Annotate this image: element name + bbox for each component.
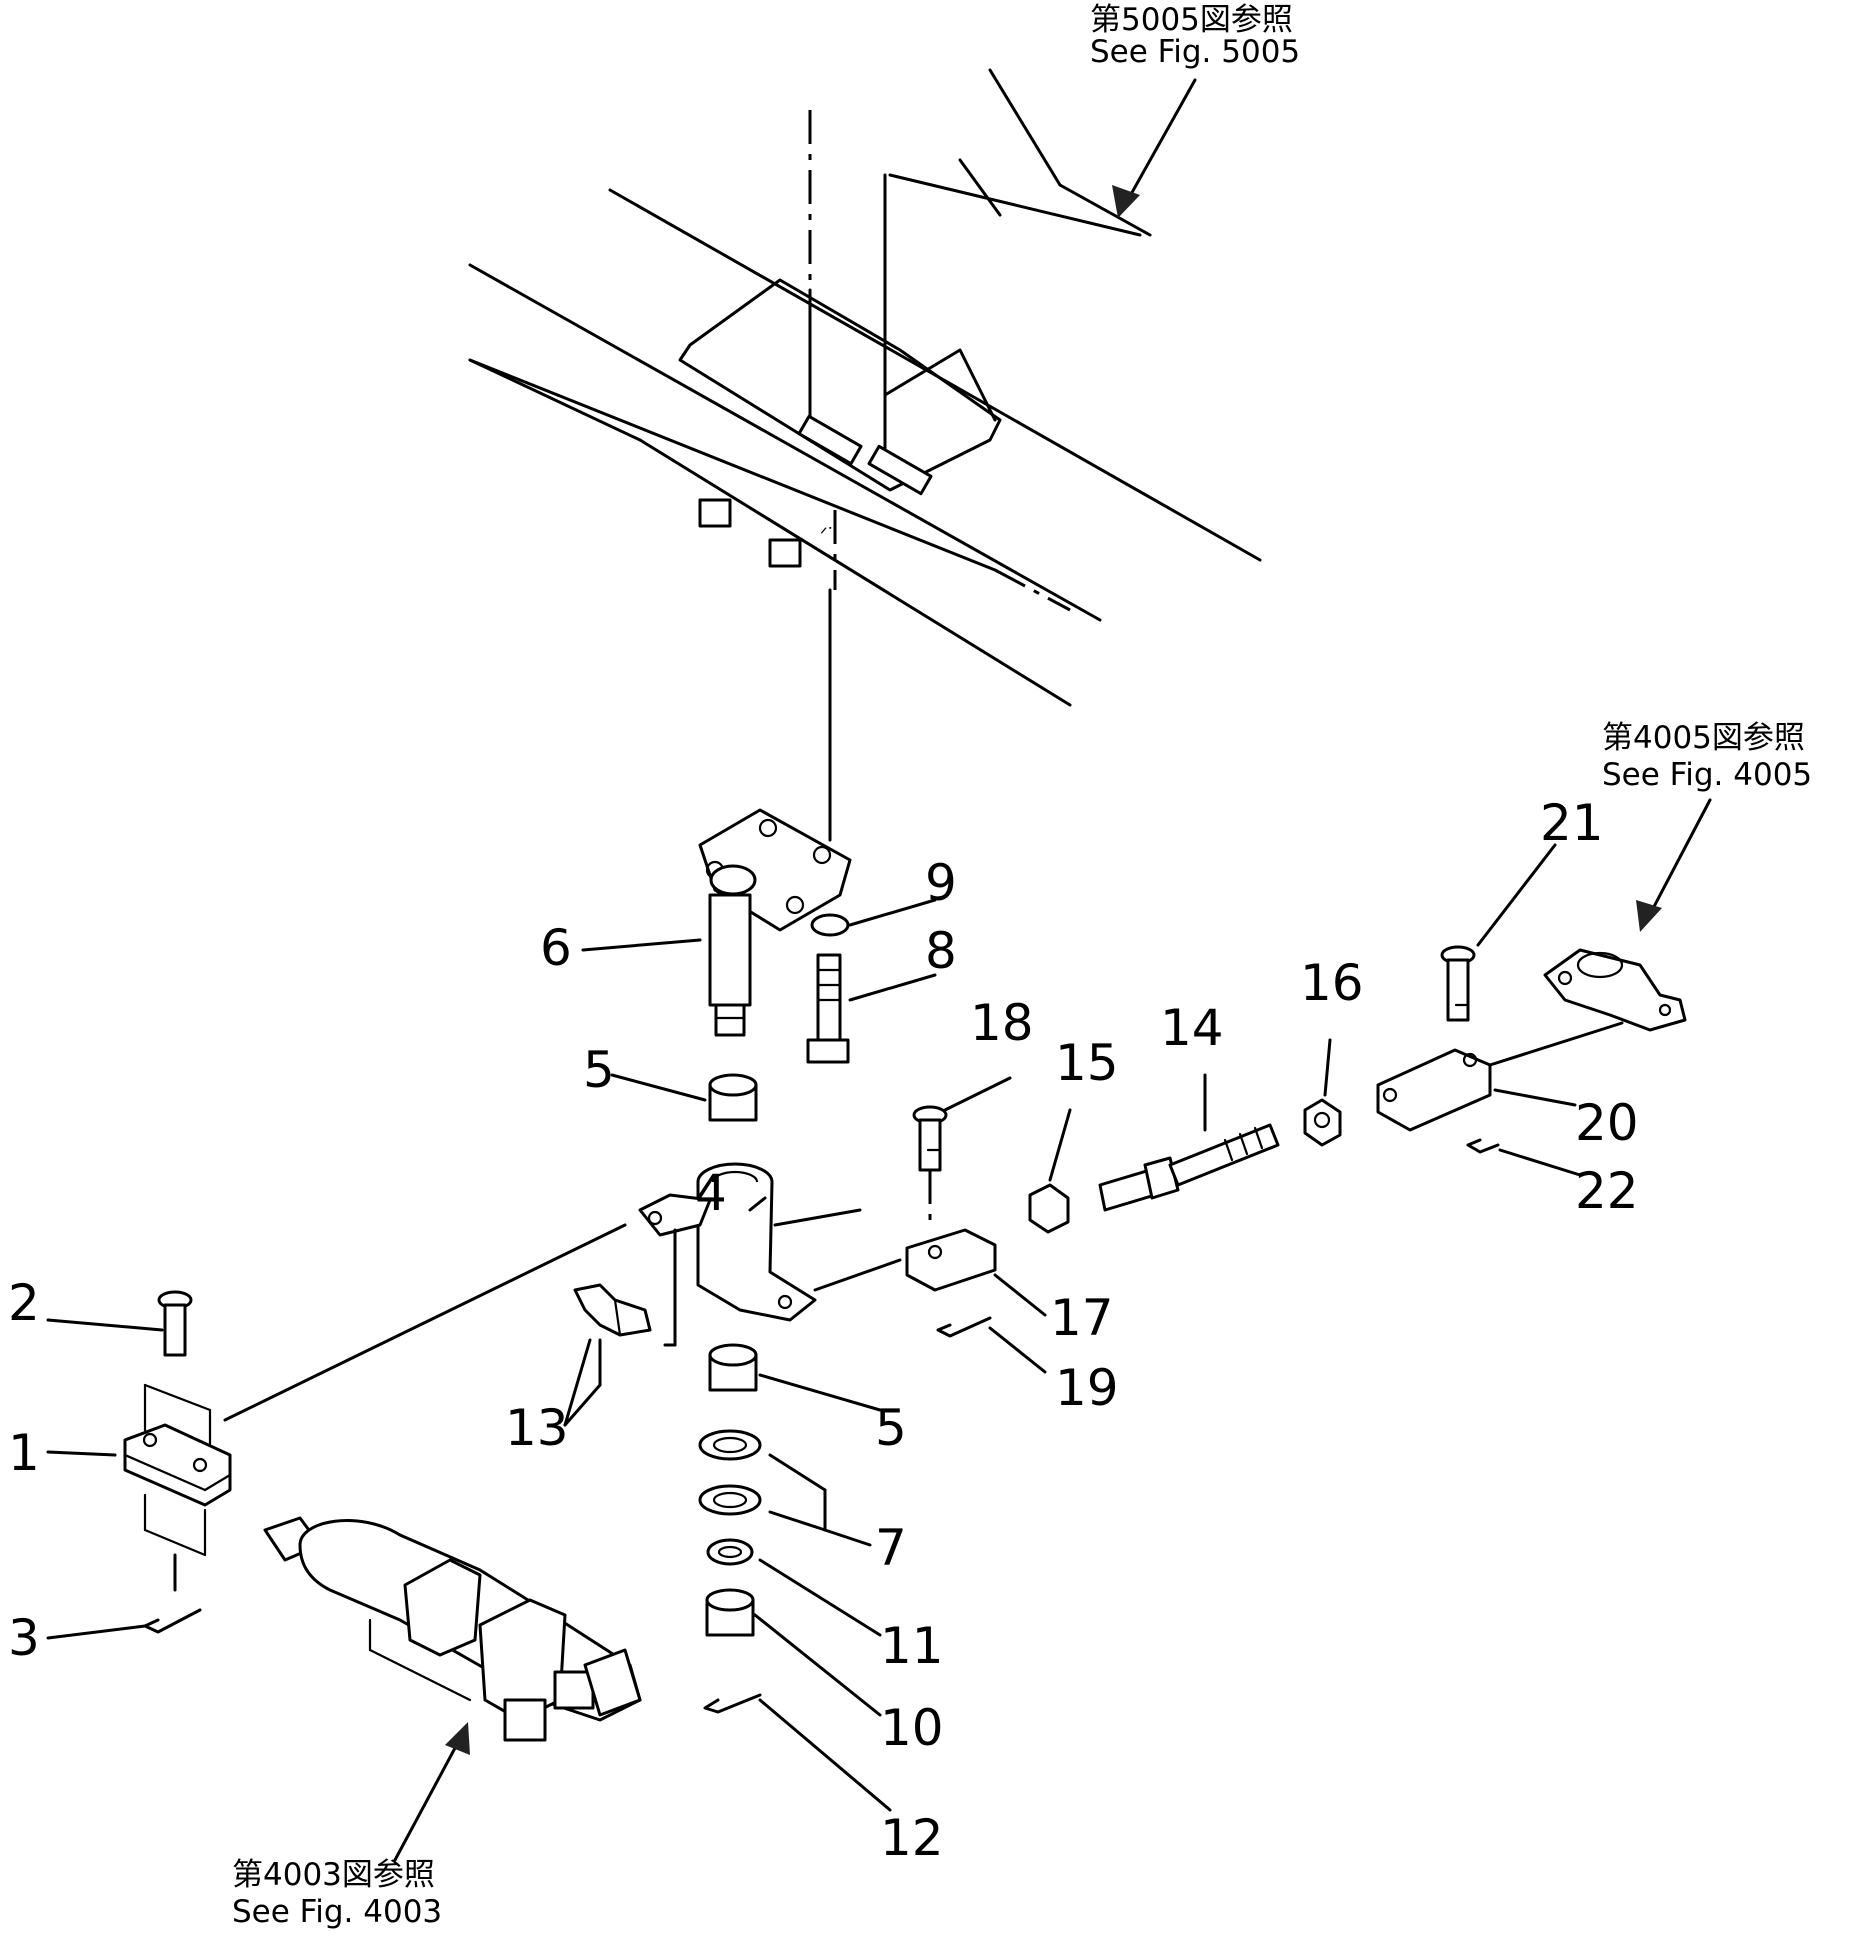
label-part-16: 16: [1300, 954, 1364, 1012]
part-6-bracket: [698, 808, 852, 1037]
arrow-head-icon: [1112, 185, 1140, 218]
label-part-4: 4: [695, 1164, 727, 1222]
arrow-head-icon: [445, 1722, 470, 1755]
label-part-13: 13: [505, 1399, 569, 1457]
part-20-clevis: [1376, 1048, 1492, 1132]
label-part-17: 17: [1050, 1289, 1114, 1347]
label-part-6: 6: [540, 919, 572, 977]
reference-fig-5005: 第5005図参照 See Fig. 5005: [1090, 2, 1300, 218]
part-9-washer: [810, 913, 850, 937]
ref-5005-en: See Fig. 5005: [1090, 34, 1300, 70]
label-part-5-upper: 5: [583, 1041, 615, 1099]
ref-4003-en: See Fig. 4003: [232, 1894, 442, 1930]
fig-4005-component: [1543, 948, 1687, 1032]
ref-5005-jp: 第5005図参照: [1090, 2, 1293, 38]
part-13-grease-fitting: [573, 1283, 652, 1337]
label-part-7: 7: [875, 1519, 907, 1577]
label-part-15: 15: [1055, 1034, 1119, 1092]
arrow-head-icon: [1636, 900, 1662, 932]
part-7-shim-b: [698, 1484, 762, 1516]
part-5-bushing-upper: [708, 1073, 758, 1122]
link-line-20-4005: [1488, 1021, 1624, 1067]
part-22-cotter-pin: [1466, 1138, 1500, 1154]
part-17-clevis: [905, 1228, 997, 1292]
part-10-castle-nut: [705, 1588, 755, 1637]
label-part-8: 8: [925, 922, 957, 980]
label-part-10: 10: [880, 1699, 944, 1757]
label-part-12: 12: [880, 1809, 944, 1867]
part-2-pin: [157, 1290, 193, 1357]
ref-4005-jp: 第4005図参照: [1602, 720, 1805, 756]
part-21-pin: [1440, 945, 1476, 1022]
part-18-pin: [912, 1105, 948, 1172]
part-11-washer: [706, 1538, 754, 1566]
part-3-cotter-pin: [143, 1608, 202, 1634]
valve-assembly: [263, 1516, 642, 1742]
part-7-shim-a: [698, 1429, 762, 1461]
link-line-1-4: [223, 1223, 627, 1422]
part-19-cotter-pin: [936, 1316, 992, 1338]
label-part-1: 1: [8, 1424, 40, 1482]
label-part-5-lower: 5: [875, 1399, 907, 1457]
label-part-18: 18: [970, 994, 1034, 1052]
ref-4003-jp: 第4003図参照: [232, 1857, 435, 1893]
reference-fig-4003: 第4003図参照 See Fig. 4003: [232, 1722, 470, 1930]
label-part-2: 2: [8, 1274, 40, 1332]
label-part-9: 9: [925, 854, 957, 912]
part-1-clevis: [123, 1383, 232, 1557]
frame-structure: ᐟᐝ: [468, 68, 1262, 842]
label-part-22: 22: [1575, 1162, 1639, 1220]
reference-fig-4005: 第4005図参照 See Fig. 4005: [1602, 720, 1812, 932]
part-15-nut: [1028, 1183, 1070, 1234]
label-part-3: 3: [8, 1609, 40, 1667]
label-part-21: 21: [1540, 794, 1604, 852]
part-5-bushing-lower: [708, 1343, 758, 1392]
leader-lines: [46, 843, 1582, 1812]
label-part-19: 19: [1055, 1359, 1119, 1417]
link-line-4-17: [813, 1258, 902, 1292]
part-16-nut: [1303, 1098, 1342, 1147]
part-8-bolt: [806, 953, 850, 1064]
mark-small: ᐟᐝ: [820, 524, 832, 545]
part-4-lever: [638, 1162, 817, 1347]
part-12-cotter-pin: [703, 1693, 762, 1714]
label-part-11: 11: [880, 1617, 944, 1675]
ref-4005-en: See Fig. 4005: [1602, 757, 1812, 793]
label-part-20: 20: [1575, 1094, 1639, 1152]
part-14-rod: [1098, 1123, 1280, 1212]
part-labels: 2 1 3 4 5 5 6 7 8 9 10 11 12 13 14 15 16…: [8, 794, 1639, 1867]
label-part-14: 14: [1160, 999, 1224, 1057]
